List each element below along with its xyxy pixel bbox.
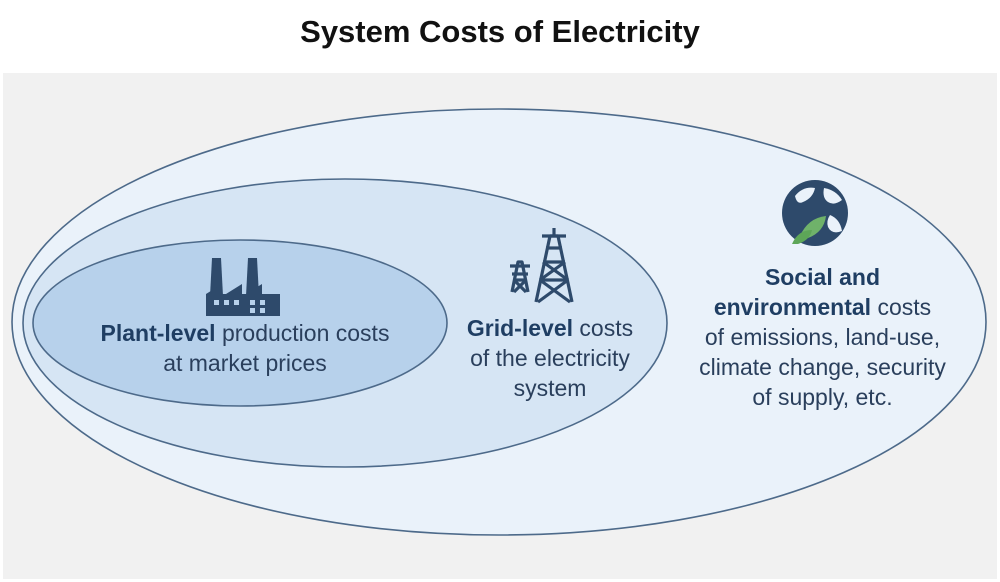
- social-label-line-5: of supply, etc.: [752, 384, 893, 410]
- social-bold-2: environmental: [713, 294, 872, 320]
- social-bold-1: Social and: [764, 264, 881, 290]
- plant-label-line-1: Plant-level production costs: [45, 318, 445, 348]
- social-label-line-1: Social and: [670, 262, 975, 292]
- plant-level-label: Plant-level production costs at market p…: [45, 318, 445, 378]
- social-label-line-4: climate change, security: [699, 354, 946, 380]
- social-label-rest: costs: [877, 294, 932, 320]
- grid-level-label: Grid-level costs of the electricity syst…: [440, 313, 660, 403]
- factory-icon: [206, 258, 280, 316]
- transmission-tower-icon: [510, 228, 574, 304]
- grid-label-line-2: of the electricity: [470, 345, 630, 371]
- plant-label-line-2: at market prices: [163, 350, 327, 376]
- plant-label-rest: production costs: [221, 320, 390, 346]
- grid-level-bold: Grid-level: [466, 315, 574, 341]
- social-label-line-3: of emissions, land-use,: [704, 324, 941, 350]
- inner-ellipse-plant-costs: [32, 239, 448, 407]
- page-title: System Costs of Electricity: [300, 14, 700, 49]
- social-label-line-2: environmental costs: [670, 292, 975, 322]
- grid-label-rest: costs: [579, 315, 634, 341]
- earth-leaf-icon: [782, 180, 848, 246]
- social-environmental-label: Social and environmental costs of emissi…: [670, 262, 975, 412]
- grid-label-line-3: system: [513, 375, 587, 401]
- plant-level-bold: Plant-level: [100, 320, 216, 346]
- grid-label-line-1: Grid-level costs: [440, 313, 660, 343]
